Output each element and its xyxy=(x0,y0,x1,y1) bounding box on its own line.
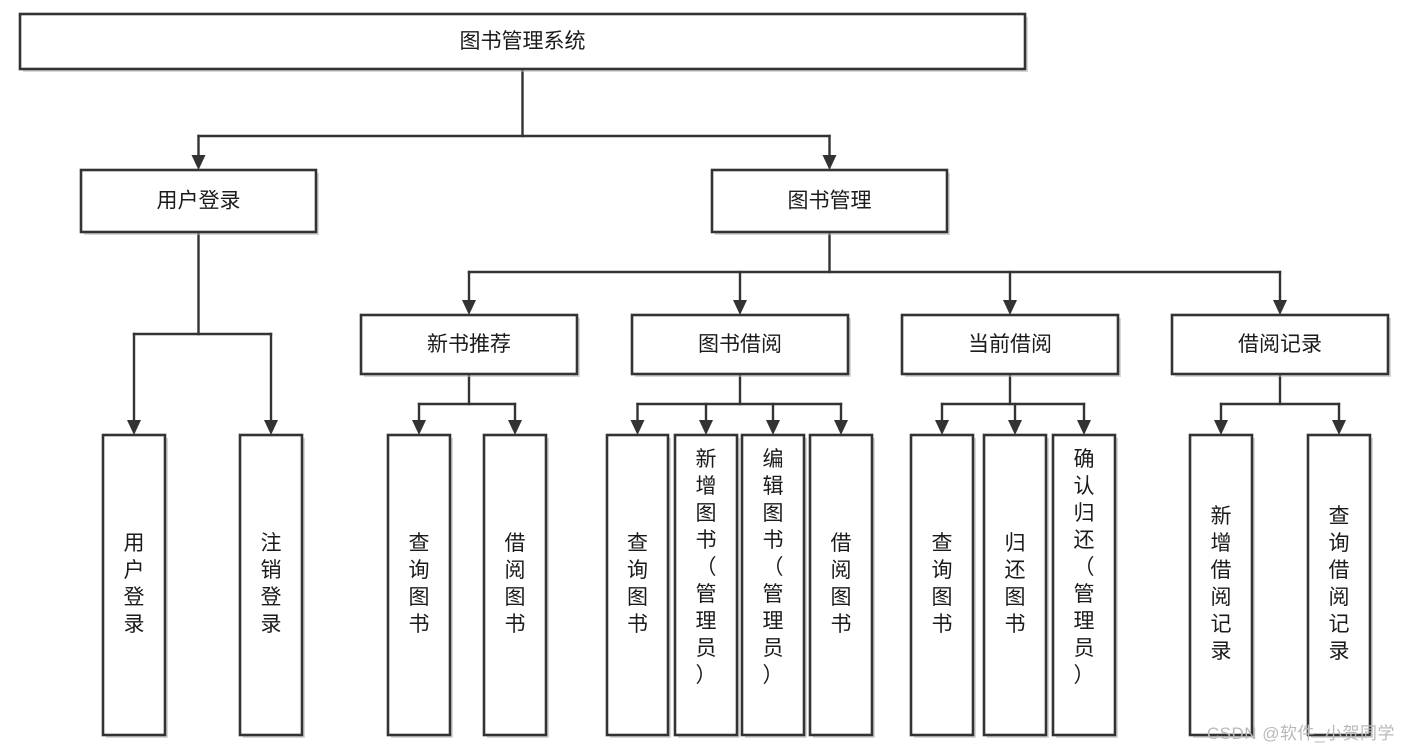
node-label: 注销登录 xyxy=(261,532,282,636)
node-bb-edit-book[interactable]: 编辑图书（管理员） xyxy=(740,433,807,738)
arrow-head-icon xyxy=(1273,300,1287,315)
node-label: 查询图书 xyxy=(627,532,648,636)
node-rect[interactable] xyxy=(359,313,579,376)
arrow-head-icon xyxy=(1008,420,1022,435)
node-rect[interactable] xyxy=(79,168,318,234)
node-cb-return-book[interactable]: 归还图书 xyxy=(982,433,1049,738)
node-user-logout[interactable]: 注销登录 xyxy=(238,433,305,738)
node-rect[interactable] xyxy=(386,433,452,737)
node-cb-confirm-return[interactable]: 确认归还（管理员） xyxy=(1051,433,1118,738)
node-rect[interactable] xyxy=(673,433,739,737)
arrow-head-icon xyxy=(822,155,837,170)
node-label: 借阅记录 xyxy=(1238,333,1322,356)
node-rect[interactable] xyxy=(740,433,806,737)
node-user-login-do[interactable]: 用户登录 xyxy=(101,433,168,738)
node-label: 查询借阅记录 xyxy=(1329,505,1350,663)
node-rect[interactable] xyxy=(710,168,949,234)
node-book-borrow[interactable]: 图书借阅 xyxy=(630,313,851,377)
node-label: 用户登录 xyxy=(124,532,145,636)
arrow-head-icon xyxy=(1332,420,1346,435)
node-br-query-record[interactable]: 查询借阅记录 xyxy=(1306,433,1373,738)
node-user-login[interactable]: 用户登录 xyxy=(79,168,319,235)
node-label: 当前借阅 xyxy=(968,333,1052,356)
node-br-add-record[interactable]: 新增借阅记录 xyxy=(1188,433,1255,738)
arrow-head-icon xyxy=(508,420,522,435)
node-rect[interactable] xyxy=(1051,433,1117,737)
node-label: 借阅图书 xyxy=(831,532,852,636)
node-label: 图书借阅 xyxy=(698,333,782,356)
arrow-head-icon xyxy=(834,420,848,435)
arrow-head-icon xyxy=(935,420,949,435)
node-label: 查询图书 xyxy=(409,532,430,636)
node-label: 新增图书（管理员） xyxy=(696,448,717,687)
arrow-head-icon xyxy=(699,420,713,435)
node-label: 借阅图书 xyxy=(505,532,526,636)
node-label: 图书管理 xyxy=(788,190,872,213)
node-rect[interactable] xyxy=(808,433,874,737)
node-label: 编辑图书（管理员） xyxy=(763,448,784,687)
node-book-management[interactable]: 图书管理 xyxy=(710,168,950,235)
node-label: 新书推荐 xyxy=(427,333,511,356)
arrow-head-icon xyxy=(1214,420,1228,435)
node-rect[interactable] xyxy=(18,12,1027,71)
connector-layer xyxy=(127,67,1346,435)
arrow-head-icon xyxy=(733,300,747,315)
node-new-book-recommend[interactable]: 新书推荐 xyxy=(359,313,580,377)
arrow-head-icon xyxy=(127,420,141,435)
node-label: 新增借阅记录 xyxy=(1211,505,1232,663)
node-current-borrow[interactable]: 当前借阅 xyxy=(900,313,1121,377)
node-label: 确认归还（管理员） xyxy=(1074,448,1095,687)
arrow-head-icon xyxy=(462,300,476,315)
node-label: 查询图书 xyxy=(932,532,953,636)
node-root[interactable]: 图书管理系统 xyxy=(18,12,1028,72)
node-rect[interactable] xyxy=(238,433,304,737)
node-layer: 图书管理系统用户登录用户登录注销登录图书管理新书推荐查询图书借阅图书图书借阅查询… xyxy=(18,12,1391,738)
node-rect[interactable] xyxy=(482,433,548,737)
node-rect[interactable] xyxy=(982,433,1048,737)
node-rect[interactable] xyxy=(630,313,850,376)
node-rect[interactable] xyxy=(909,433,975,737)
arrow-head-icon xyxy=(1003,300,1017,315)
node-rect[interactable] xyxy=(900,313,1120,376)
node-rect[interactable] xyxy=(1170,313,1390,376)
node-rect[interactable] xyxy=(1306,433,1372,737)
node-bb-query-book[interactable]: 查询图书 xyxy=(605,433,671,738)
node-bb-add-book[interactable]: 新增图书（管理员） xyxy=(673,433,740,738)
node-borrow-records[interactable]: 借阅记录 xyxy=(1170,313,1391,377)
node-label: 图书管理系统 xyxy=(460,30,586,53)
arrow-head-icon xyxy=(766,420,780,435)
node-rect[interactable] xyxy=(101,433,167,737)
node-nbr-query-book[interactable]: 查询图书 xyxy=(386,433,453,738)
arrow-head-icon xyxy=(412,420,426,435)
arrow-head-icon xyxy=(264,420,278,435)
node-cb-query-book[interactable]: 查询图书 xyxy=(909,433,976,738)
arrow-head-icon xyxy=(191,155,206,170)
node-bb-borrow-book[interactable]: 借阅图书 xyxy=(808,433,875,738)
node-rect[interactable] xyxy=(605,433,670,737)
arrow-head-icon xyxy=(630,420,645,435)
arrow-head-icon xyxy=(1077,420,1091,435)
node-nbr-borrow-book[interactable]: 借阅图书 xyxy=(482,433,549,738)
node-label: 归还图书 xyxy=(1005,532,1026,636)
node-rect[interactable] xyxy=(1188,433,1254,737)
node-label: 用户登录 xyxy=(157,190,241,213)
